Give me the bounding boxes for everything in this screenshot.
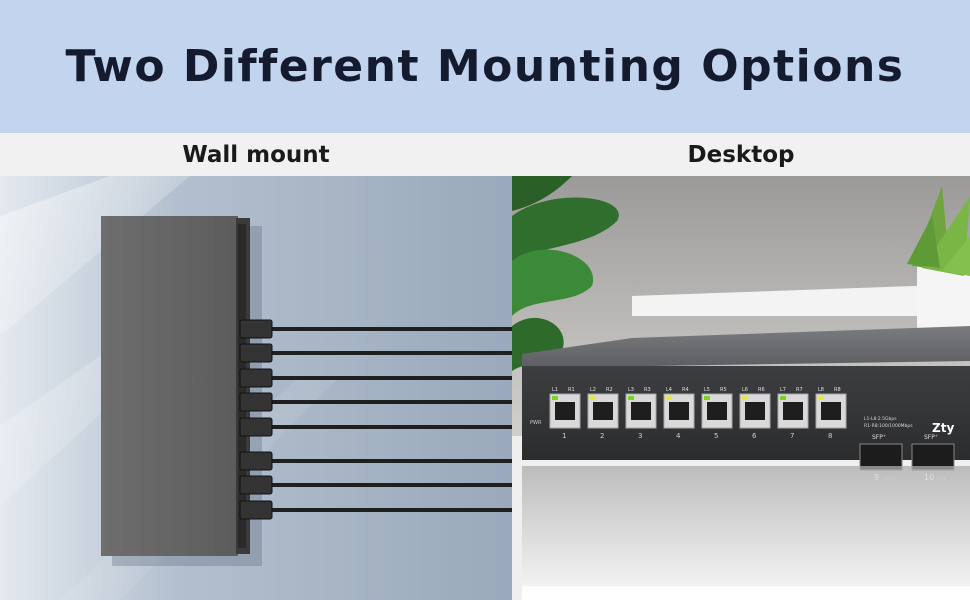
pwr-label: PWR bbox=[530, 420, 542, 426]
wall-mount-label: Wall mount bbox=[182, 141, 330, 168]
desktop-photo: L1 R1 1 L2 R2 2 L3 R3 3 L4 R4 4 L5 R5 5 L6 R6 6 L7 R7 7 L8 R8 8… bbox=[512, 176, 970, 600]
port-top-label: R7 bbox=[796, 387, 803, 393]
rj45-port-socket bbox=[745, 402, 765, 420]
page-title: Two Different Mounting Options bbox=[65, 41, 905, 92]
port-top-label: R6 bbox=[758, 387, 765, 393]
legend-line-2: R1-R8:100/1000Mbps bbox=[864, 423, 913, 429]
port-number-label: 4 bbox=[676, 432, 681, 440]
rj45-connectors bbox=[239, 319, 273, 520]
port-number-label: 5 bbox=[714, 432, 718, 440]
wall-switch-body bbox=[101, 216, 238, 556]
port-number-label: 1 bbox=[562, 432, 566, 440]
port-led-icon bbox=[590, 396, 596, 400]
section-label-bar: Wall mount Desktop bbox=[0, 133, 970, 176]
rj45-port-socket bbox=[707, 402, 727, 420]
ethernet-cables bbox=[270, 327, 512, 512]
sfp-label-9: SFP⁺ bbox=[872, 434, 886, 441]
rj45-port-socket bbox=[783, 402, 803, 420]
port-number-label: 7 bbox=[790, 432, 794, 440]
rj45-port-socket bbox=[631, 402, 651, 420]
port-number-label: 3 bbox=[638, 432, 642, 440]
sfp-link-label-9: Link bbox=[886, 476, 896, 482]
port-top-label: L3 bbox=[628, 387, 634, 393]
header-banner: Two Different Mounting Options bbox=[0, 0, 970, 133]
rj45-port-socket bbox=[555, 402, 575, 420]
port-led-icon bbox=[704, 396, 710, 400]
port-led-icon bbox=[552, 396, 558, 400]
port-top-label: L7 bbox=[780, 387, 786, 393]
sfp-port-10 bbox=[911, 443, 955, 471]
brand-logo-text: Zty bbox=[932, 421, 954, 435]
port-led-icon bbox=[628, 396, 634, 400]
port-top-label: L1 bbox=[552, 387, 558, 393]
sfp-label-10: SFP⁺ bbox=[924, 434, 938, 441]
port-top-label: L5 bbox=[704, 387, 710, 393]
rj45-port-socket bbox=[593, 402, 613, 420]
sfp-port-9 bbox=[859, 443, 903, 471]
wall-mount-photo bbox=[0, 176, 512, 600]
port-top-label: L6 bbox=[742, 387, 748, 393]
port-led-icon bbox=[780, 396, 786, 400]
rj45-port-socket bbox=[669, 402, 689, 420]
rj45-port-socket bbox=[821, 402, 841, 420]
port-top-label: R5 bbox=[720, 387, 727, 393]
port-led-icon bbox=[818, 396, 824, 400]
port-top-label: R2 bbox=[606, 387, 613, 393]
port-top-label: L8 bbox=[818, 387, 824, 393]
port-top-label: L4 bbox=[666, 387, 672, 393]
port-led-icon bbox=[666, 396, 672, 400]
sfp-number-10: 10 bbox=[924, 473, 934, 482]
port-number-label: 6 bbox=[752, 432, 757, 440]
port-number-label: 2 bbox=[600, 432, 604, 440]
legend-line-1: L1-L8:2.5Gbps bbox=[864, 416, 897, 422]
port-top-label: R8 bbox=[834, 387, 841, 393]
desktop-label: Desktop bbox=[687, 141, 795, 168]
port-led-icon bbox=[742, 396, 748, 400]
port-top-label: L2 bbox=[590, 387, 596, 393]
port-top-label: R1 bbox=[568, 387, 575, 393]
sfp-link-label-10: Link bbox=[936, 476, 946, 482]
port-top-label: R3 bbox=[644, 387, 651, 393]
port-top-label: R4 bbox=[682, 387, 689, 393]
port-number-label: 8 bbox=[828, 432, 832, 440]
sfp-number-9: 9 bbox=[874, 473, 879, 482]
